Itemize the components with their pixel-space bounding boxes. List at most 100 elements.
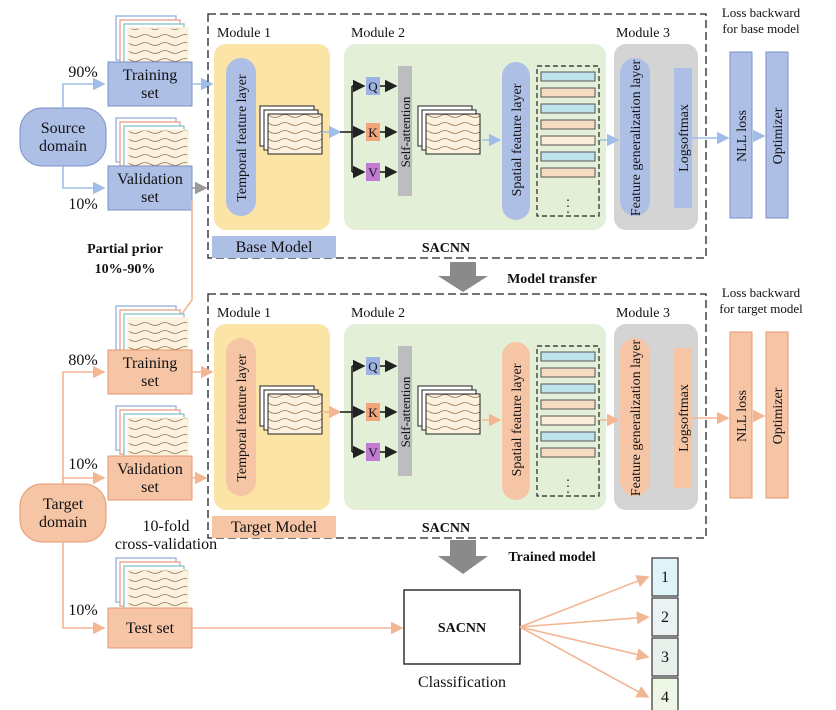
- qkv-v-label: V: [368, 165, 378, 180]
- module-2-title: Module 2: [351, 306, 405, 321]
- source-domain-box: [19, 107, 107, 167]
- qkv-v-box: [366, 163, 380, 181]
- temporal-feature-map: [259, 385, 323, 435]
- optimizer-box: [765, 51, 789, 219]
- attention-feature-map: [417, 105, 481, 155]
- source-validation-pct: 10%: [68, 196, 97, 213]
- nll-loss-label: NLL loss: [735, 390, 750, 442]
- filter-bar: [540, 119, 596, 130]
- qkv-k-box: [366, 403, 380, 421]
- filter-bar: [540, 103, 596, 114]
- trained-model-arrow: [438, 540, 488, 574]
- ellipsis-dot: .: [566, 482, 570, 497]
- optimizer-label: Optimizer: [771, 387, 786, 444]
- filter-bar: [540, 367, 596, 378]
- filter-bar: [540, 167, 596, 178]
- filter-stack-frame: [536, 345, 600, 497]
- qkv-q-box: [366, 357, 380, 375]
- spatial-layer: [502, 62, 530, 220]
- classification-sacnn-box: [403, 589, 521, 665]
- temporal-feature-map: [259, 105, 323, 155]
- sacnn-panel-label: SACNN: [422, 241, 470, 256]
- feature-generalization-label: Feature generalization layer: [629, 340, 644, 497]
- feature-sheet: [425, 113, 481, 155]
- qkv-q-label: Q: [368, 359, 378, 374]
- self-attention-bar: [398, 346, 412, 476]
- target-validation-box: [107, 455, 193, 501]
- feature-generalization-label: Feature generalization layer: [629, 60, 644, 217]
- feature-generalization-layer: [620, 338, 650, 496]
- filter-bar: [540, 71, 596, 82]
- self-attention-label: Self-attention: [398, 96, 413, 167]
- spatial-layer: [502, 342, 530, 500]
- feature-sheet: [425, 393, 481, 435]
- logsoftmax-layer: [674, 348, 692, 488]
- module-1-title: Module 1: [217, 26, 271, 41]
- temporal-label: Temporal feature layer: [235, 74, 250, 202]
- class-cell: [651, 637, 679, 677]
- classification-sacnn-label: SACNN: [438, 621, 486, 636]
- ellipsis-dot: .: [566, 470, 570, 485]
- ellipsis-dot: .: [566, 196, 570, 211]
- logsoftmax-label: Logsoftmax: [677, 384, 692, 452]
- class-arrow: [519, 626, 650, 661]
- model-tag-box: [212, 516, 336, 538]
- optimizer-box: [765, 331, 789, 499]
- arrow-tgt-train: [62, 365, 106, 484]
- spatial-label: Spatial feature layer: [510, 363, 525, 476]
- logsoftmax-label: Logsoftmax: [677, 104, 692, 172]
- class-label: 2: [661, 609, 669, 626]
- nll-loss-box: [729, 51, 753, 219]
- qkv-v-label: V: [368, 445, 378, 460]
- arrow-src-val: [62, 166, 106, 195]
- test-set-label: Test set: [126, 620, 175, 637]
- filter-stack-frame: [536, 65, 600, 217]
- class-arrow: [519, 611, 650, 628]
- target-domain-box: [19, 483, 107, 543]
- ellipsis-dot: .: [566, 190, 570, 205]
- filter-bar: [540, 447, 596, 458]
- qkv-k-box: [366, 123, 380, 141]
- target-training-box: [107, 349, 193, 395]
- target-training-pct: 80%: [68, 352, 97, 369]
- arrow-tgt-val: [62, 471, 106, 485]
- model-tag-label: Target Model: [231, 519, 318, 536]
- target-validation-pct: 10%: [68, 456, 97, 473]
- arrow-tgt-test: [62, 542, 106, 635]
- ellipsis-dot: .: [566, 476, 570, 491]
- panel-frame: [207, 293, 707, 539]
- filter-bar: [540, 351, 596, 362]
- class-arrow: [519, 575, 650, 628]
- feature-sheet: [267, 393, 323, 435]
- class-cell: [651, 597, 679, 637]
- filter-bar: [540, 151, 596, 162]
- qkv-q-label: Q: [368, 79, 378, 94]
- model-transfer-arrow: [438, 262, 488, 292]
- spatial-label: Spatial feature layer: [510, 83, 525, 196]
- test-set-box: [107, 607, 193, 649]
- nll-loss-label: NLL loss: [735, 110, 750, 162]
- temporal-layer: [226, 338, 256, 496]
- temporal-layer: [226, 58, 256, 216]
- filter-bar: [540, 135, 596, 146]
- feature-generalization-layer: [620, 58, 650, 216]
- model-transfer-label: Model transfer: [507, 272, 597, 287]
- source-training-pct: 90%: [68, 64, 97, 81]
- qkv-k-label: K: [368, 405, 378, 420]
- module-3-title: Module 3: [616, 306, 670, 321]
- spatial-filter-stack: [536, 345, 600, 497]
- partial-prior-line2: 10%-90%: [95, 262, 156, 277]
- trained-model-label: Trained model: [508, 550, 595, 565]
- target-test-stack: [115, 557, 189, 615]
- partial-prior-line1: Partial prior: [87, 242, 163, 257]
- module-2-title: Module 2: [351, 26, 405, 41]
- class-label: 3: [661, 649, 669, 666]
